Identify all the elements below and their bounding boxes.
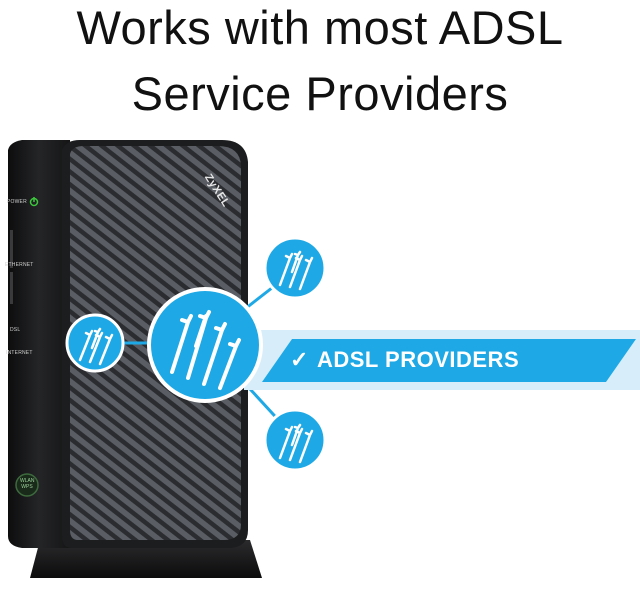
ethernet-led-label: ETHERNET: [5, 262, 34, 268]
upload-arrows-icon: [170, 310, 241, 390]
upload-arrows-icon: [78, 327, 114, 366]
checkmark-icon: ✓: [290, 347, 309, 372]
small-circle-top: [263, 236, 327, 300]
wps-button-label: WLAN WPS: [20, 478, 35, 490]
banner-label: ✓ ADSL PROVIDERS: [290, 340, 519, 380]
power-led-label: POWER: [7, 199, 27, 205]
wps-button: [15, 473, 39, 497]
banner: [262, 339, 636, 382]
internet-led-label: INTERNET: [6, 350, 33, 356]
upload-arrows-icon: [278, 250, 314, 291]
router-stand: [30, 540, 262, 578]
headline-line-2: Service Providers: [131, 67, 509, 120]
dsl-led-label: DSL: [10, 327, 21, 333]
router-side-panel: [8, 140, 70, 548]
upload-arrows-icon: [278, 423, 314, 464]
large-circle-center: [147, 287, 263, 403]
headline-line-1: Works with most ADSL: [76, 1, 564, 54]
banner-label-text: ADSL PROVIDERS: [316, 347, 520, 372]
